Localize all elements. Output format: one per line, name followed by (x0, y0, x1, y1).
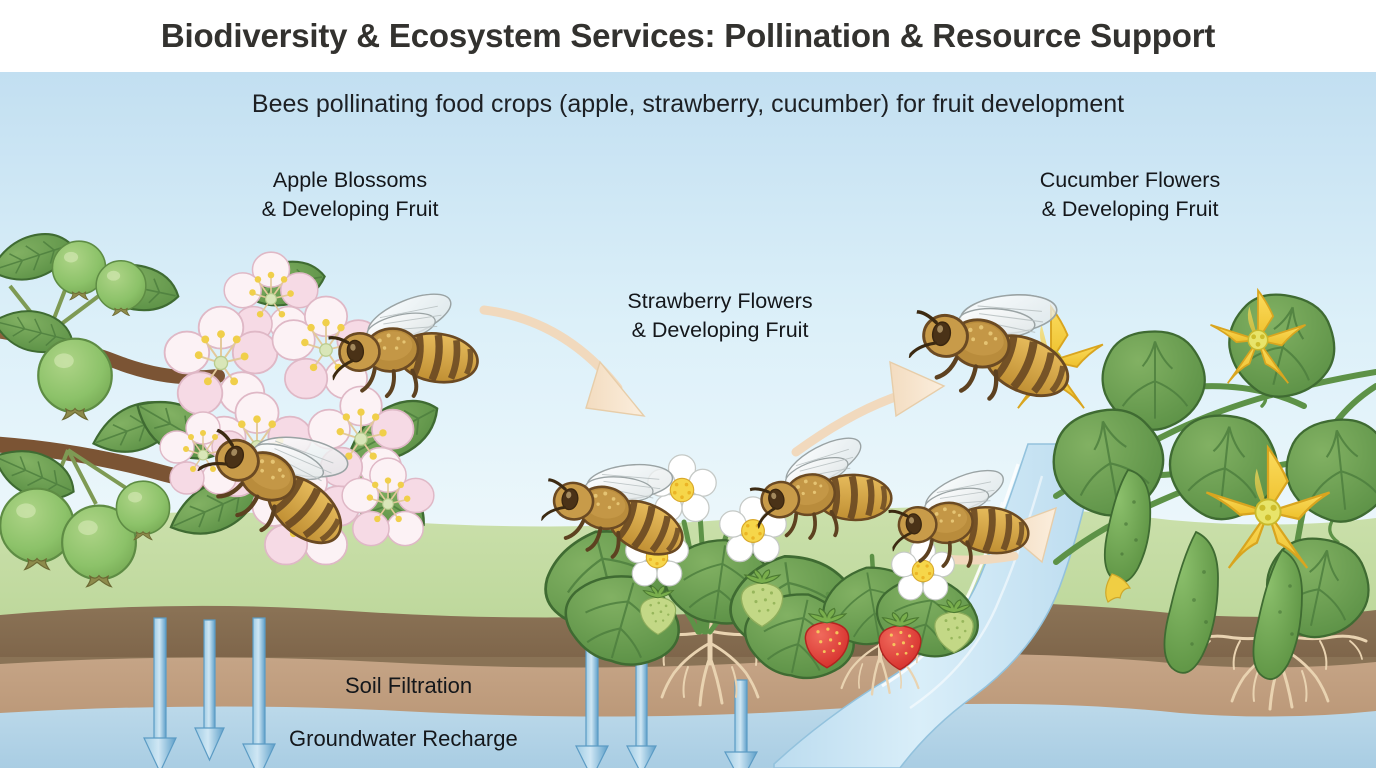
illustration-scene: Bees pollinating food crops (apple, stra… (0, 72, 1376, 768)
cucumber-fruit (1103, 468, 1152, 603)
strawberry-plants-group (532, 454, 989, 689)
infiltration-arrow (724, 679, 758, 768)
cucumber-fruit (1252, 548, 1303, 681)
soil-layer-light (0, 653, 1376, 720)
arrow-apple-to-strawberry (479, 305, 646, 417)
cucumber-fruit (1163, 530, 1219, 674)
groundwater-layer (0, 703, 1376, 768)
infiltration-arrow (575, 633, 609, 768)
infiltration-arrow (194, 619, 225, 762)
scene-artwork (0, 72, 1376, 768)
infiltration-arrow (242, 617, 276, 768)
cucumber-vines-group (998, 282, 1376, 681)
arrow-strawberry-to-cucumber-upper (791, 360, 946, 457)
header-bar: Biodiversity & Ecosystem Services: Polli… (0, 0, 1376, 72)
infiltration-arrow (143, 617, 177, 768)
infiltration-arrows (143, 617, 758, 768)
page-title: Biodiversity & Ecosystem Services: Polli… (160, 17, 1216, 54)
infiltration-arrow (626, 661, 657, 768)
